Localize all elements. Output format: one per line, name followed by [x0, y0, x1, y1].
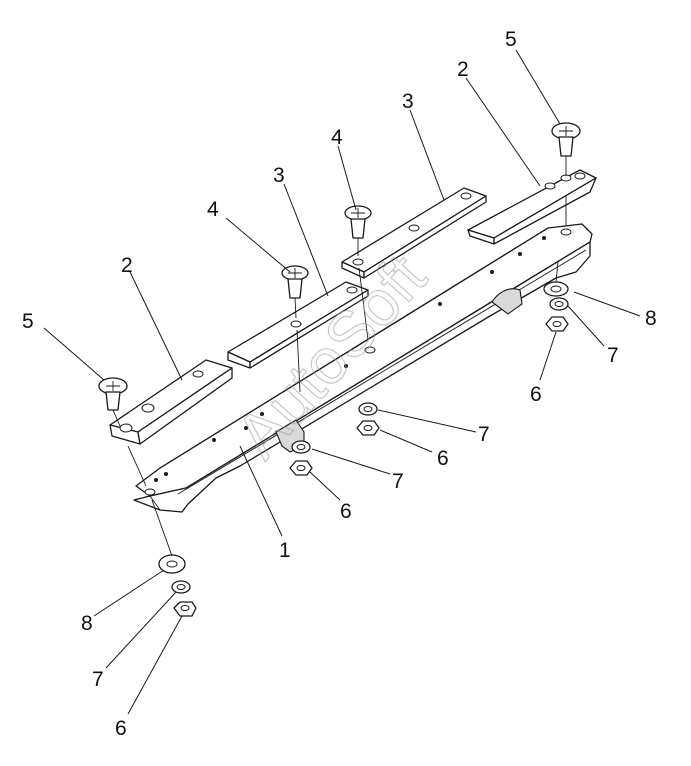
washer-8-right	[543, 281, 569, 297]
nut-6-center	[356, 420, 380, 436]
callout-7: 7	[392, 470, 404, 493]
nut-6-bottom-left	[173, 601, 197, 617]
lock-washer-7-center-low	[291, 440, 311, 454]
callout-6: 6	[115, 717, 127, 740]
screw-4-right	[344, 205, 372, 239]
callout-5: 5	[505, 28, 517, 51]
washer-8-bottom-left	[158, 554, 186, 574]
screw-4-left	[281, 265, 309, 299]
callout-labels: 1 2 2 3 3 4 4 5 5 6 6 6 6 7 7 7 7 8 8	[22, 28, 657, 740]
callout-4: 4	[331, 126, 343, 149]
screw-5-right	[551, 122, 581, 157]
callout-7: 7	[92, 668, 104, 691]
leader-lines	[43, 49, 641, 715]
end-plate-right	[467, 169, 597, 245]
callout-6: 6	[340, 500, 352, 523]
spacer-plate-middle-left	[227, 281, 369, 369]
lock-washer-7-bottom-left	[171, 580, 191, 594]
lock-washer-7-right	[549, 297, 569, 311]
lock-washer-7-center	[358, 402, 378, 416]
callout-6: 6	[437, 447, 449, 470]
callout-7: 7	[607, 344, 619, 367]
callout-7: 7	[478, 423, 490, 446]
main-rail-part	[133, 223, 593, 513]
callout-8: 8	[81, 612, 93, 635]
assembly-axes	[112, 156, 567, 557]
end-plate-left	[109, 359, 233, 445]
callout-3: 3	[273, 164, 285, 187]
callout-4: 4	[207, 198, 219, 221]
nut-6-right	[545, 316, 569, 332]
callout-2: 2	[121, 254, 133, 277]
screw-5-left	[98, 377, 128, 411]
spacer-plate-middle-right	[341, 187, 487, 279]
callout-2: 2	[457, 58, 469, 81]
callout-5: 5	[22, 310, 34, 333]
callout-8: 8	[645, 307, 657, 330]
callout-6: 6	[530, 383, 542, 406]
callout-3: 3	[402, 90, 414, 113]
callout-1: 1	[279, 539, 291, 562]
nut-6-center-low	[289, 460, 313, 476]
